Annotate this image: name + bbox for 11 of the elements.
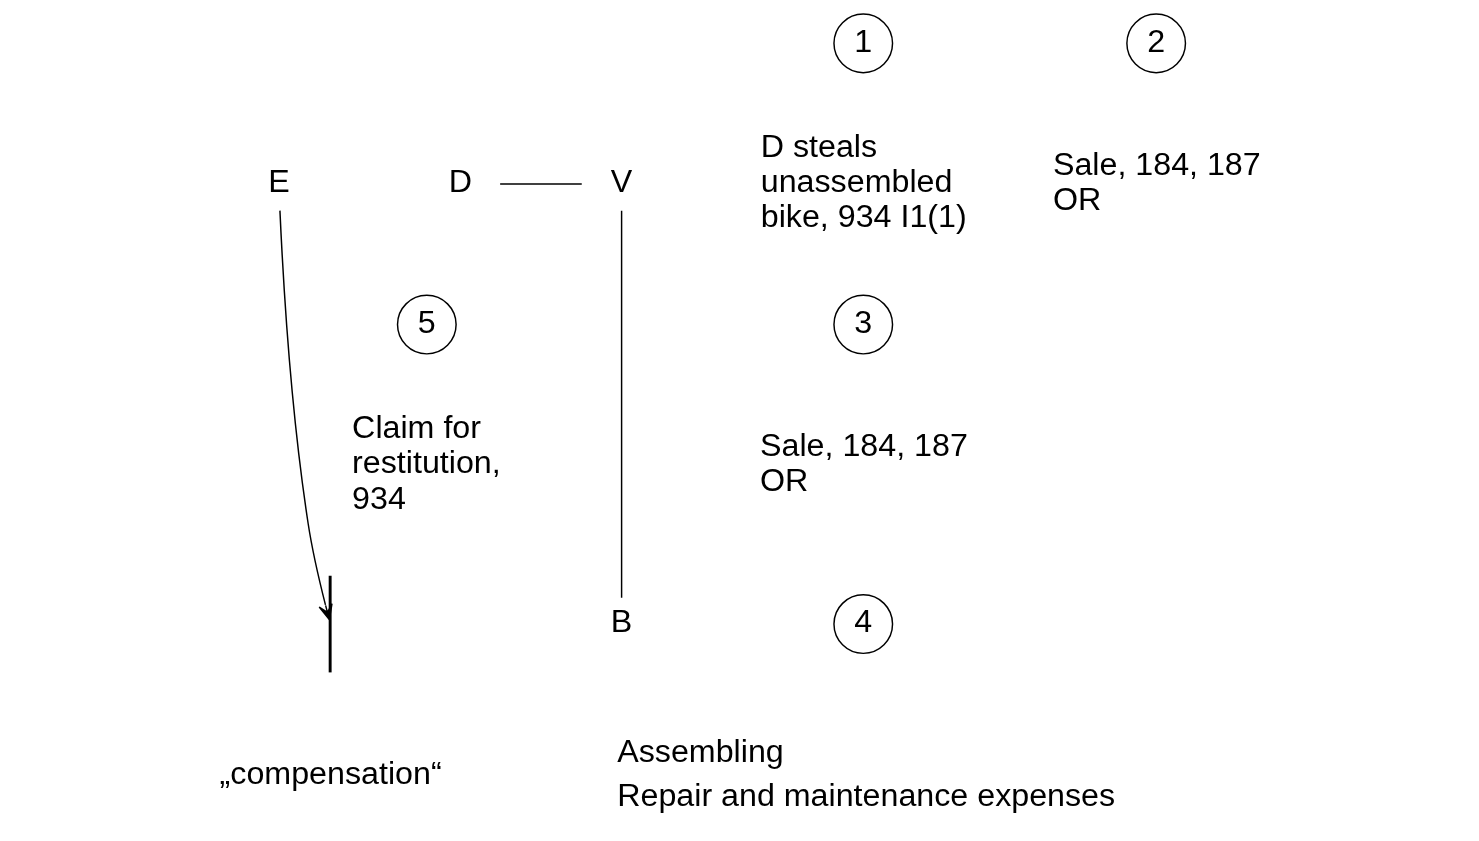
node-label: Sale, 184, 187 OR [1052,145,1261,217]
node-label: „compensation“ [219,754,442,791]
node-text: D [448,163,473,200]
node-text: B [610,603,633,640]
node-text: V [610,163,633,200]
node-label: Sale, 184, 187 OR [760,426,968,498]
node-label: Repair and maintenance expenses [617,776,1116,813]
node-label: Claim for restitution, 934 [352,409,501,516]
node-label: Assembling [617,732,784,769]
node-label: D steals unassembled bike, 934 I1(1) [760,128,967,235]
node-text: E [268,163,290,200]
